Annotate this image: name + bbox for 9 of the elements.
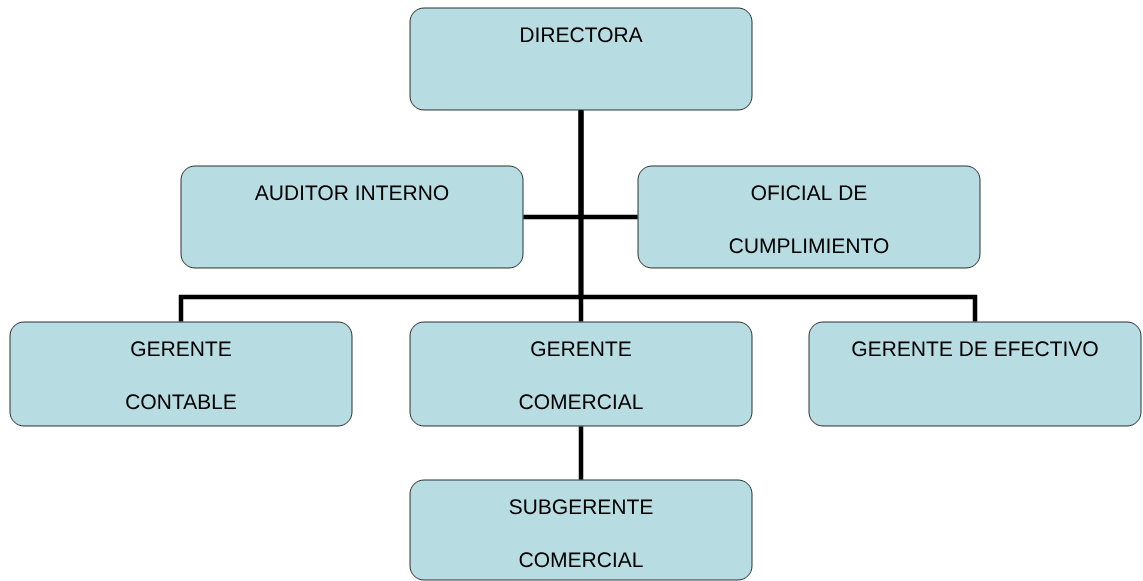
connector-line	[578, 110, 978, 322]
org-box: OFICIAL DE CUMPLIMIENTO	[637, 165, 981, 269]
connector-line	[578, 426, 584, 480]
org-box: GERENTE CONTABLE	[9, 321, 353, 427]
org-box: GERENTE COMERCIAL	[409, 321, 753, 427]
org-box: SUBGERENTE COMERCIAL	[409, 479, 753, 581]
org-box: DIRECTORA	[409, 7, 753, 111]
org-box: GERENTE DE EFECTIVO	[808, 321, 1142, 427]
org-box: AUDITOR INTERNO	[180, 165, 524, 269]
